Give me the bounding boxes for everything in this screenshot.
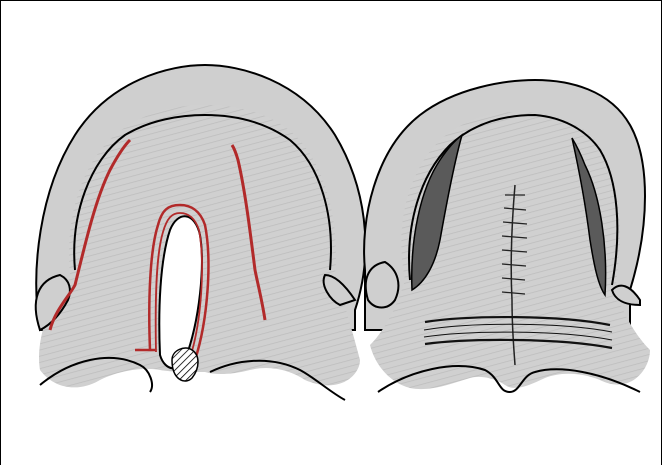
left-hatched-region	[172, 348, 198, 381]
right-ridge-left-lobe	[366, 262, 399, 308]
left-palate-diagram	[36, 65, 366, 400]
right-palate-diagram	[364, 80, 650, 392]
